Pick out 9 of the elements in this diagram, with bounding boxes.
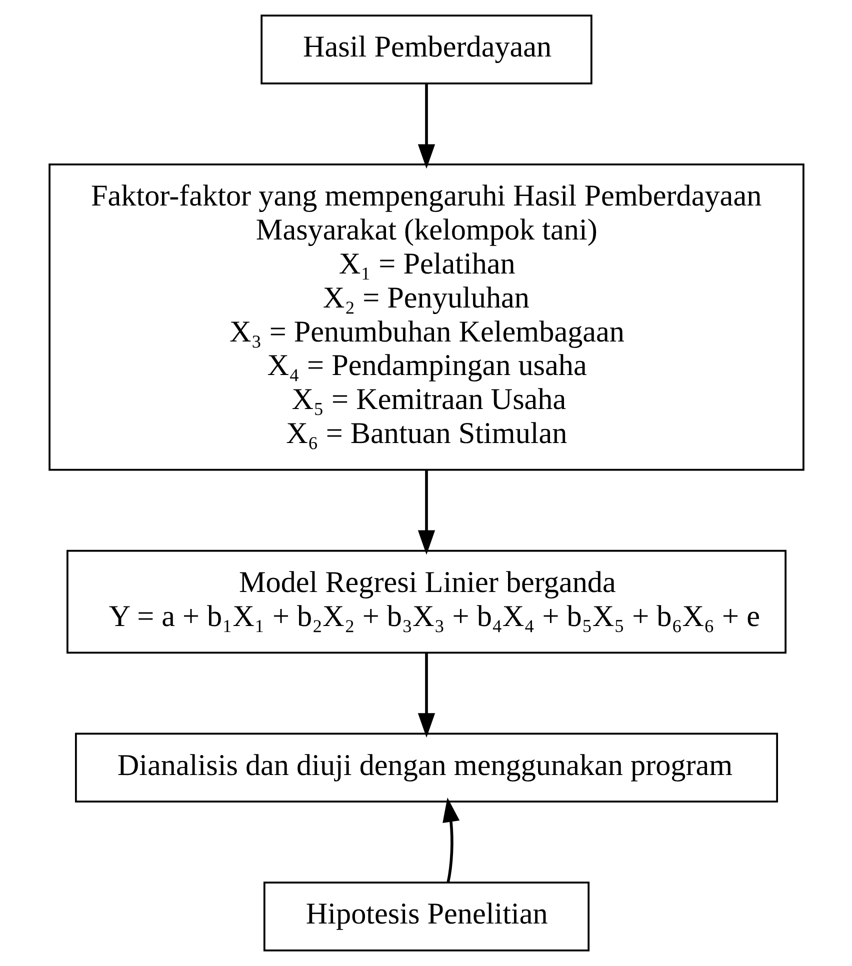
node-box: Hasil Pemberdayaan: [260, 14, 592, 84]
node-box: Faktor-faktor yang mempengaruhi Hasil Pemberdayaan Masyarakat (kelompok tani) X₁ = Pelatihan X₂ = Penyuluhan X₃ = Penumbuhan Kelembagaan X₄ = Pendampingan usaha X₅ = Kemitraan Usaha X₆ = Bantuan Stimulan: [48, 164, 804, 471]
node-box: Model Regresi Linier berganda Y = a + b₁X₁ + b₂X₂ + b₃X₃ + b₄X₄ + b₅X₅ + b₆X₆ + e: [66, 550, 786, 654]
arrow: [417, 84, 435, 169]
arrow: [417, 470, 435, 555]
node-box: Hipotesis Penelitian: [262, 882, 590, 952]
arrow: [417, 653, 435, 738]
arrow: [442, 797, 460, 883]
node-box: Dianalisis dan diuji dengan menggunakan program: [74, 732, 778, 802]
